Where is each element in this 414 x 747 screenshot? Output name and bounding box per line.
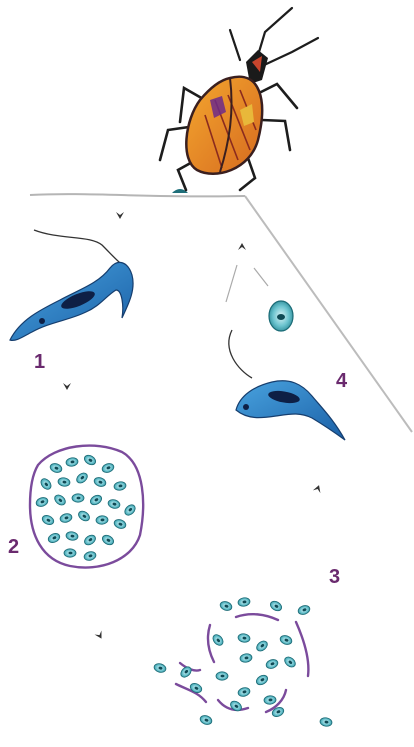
arrow-icon — [116, 212, 124, 219]
trypomastigote-icon — [10, 230, 133, 340]
arrow-icon — [313, 484, 323, 493]
ruptured-host-cell-icon — [153, 597, 333, 727]
host-cell-icon — [30, 446, 143, 568]
trypomastigote-icon — [229, 330, 345, 440]
skin-surface-line — [30, 194, 245, 196]
stage-label-2: 2 — [8, 537, 19, 557]
stage-label-1: 1 — [34, 352, 45, 372]
amastigote-cluster — [35, 453, 137, 561]
arrow-icon — [63, 383, 71, 390]
triatomine-bug-icon — [160, 8, 318, 190]
arrow-icon — [95, 631, 105, 641]
amastigote-icon — [269, 301, 293, 331]
stage-label-4: 4 — [336, 371, 347, 391]
arrow-icon — [238, 243, 246, 250]
stage-label-3: 3 — [329, 567, 340, 587]
